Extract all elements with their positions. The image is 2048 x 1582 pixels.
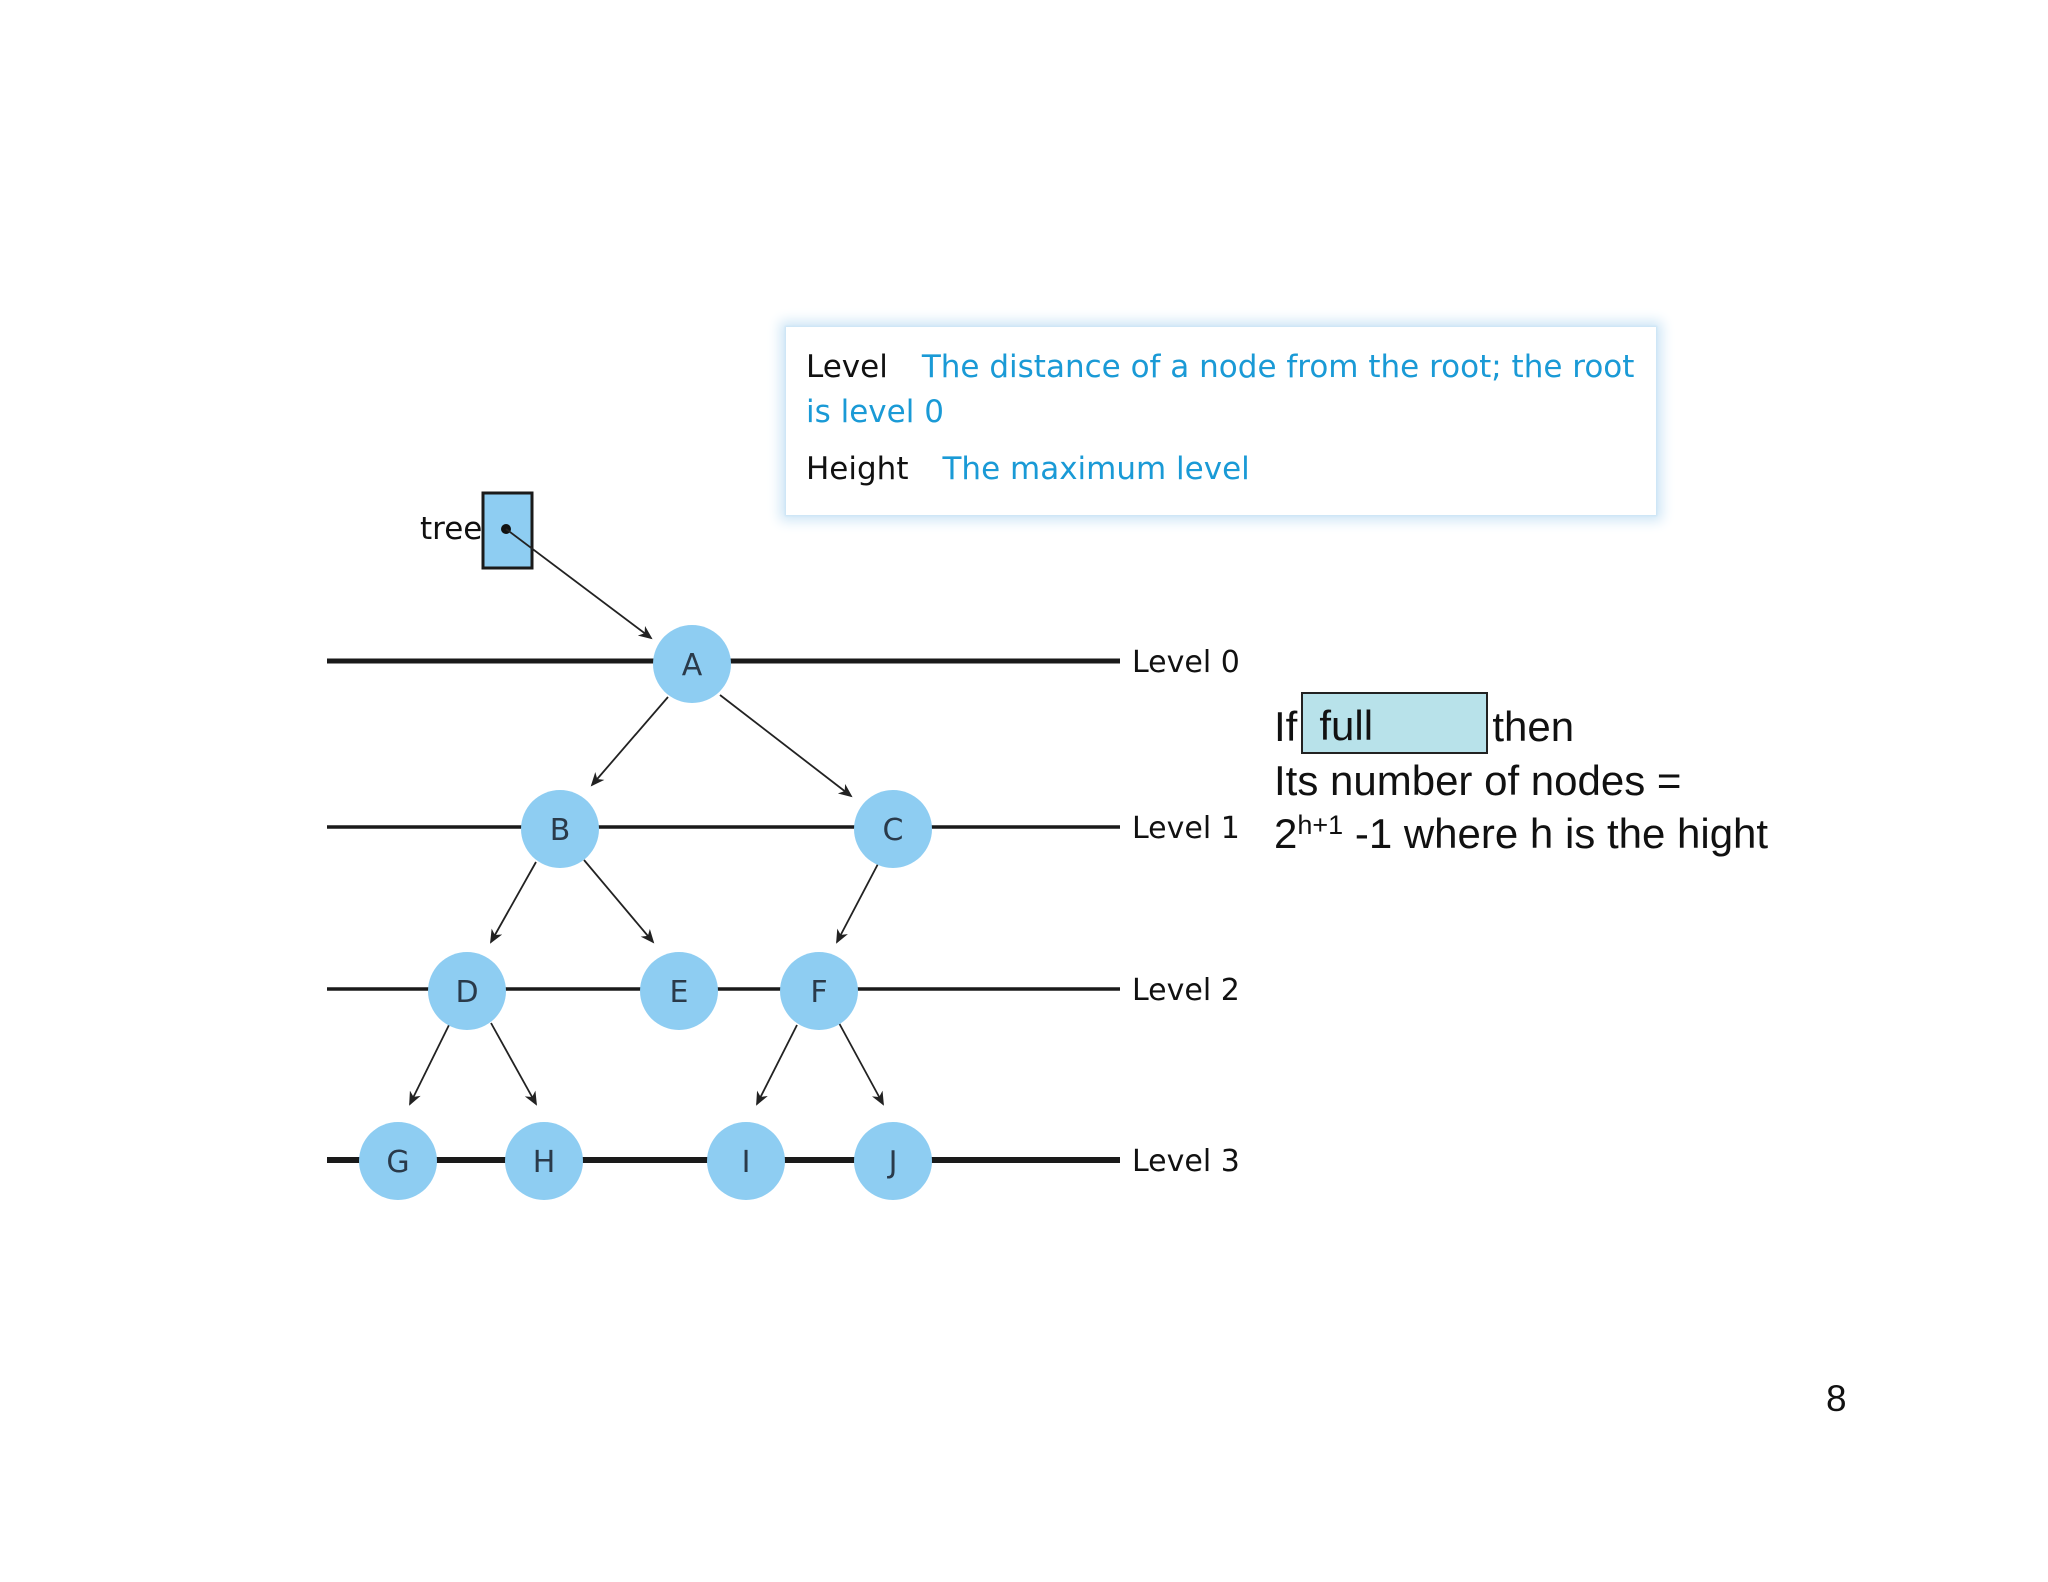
edge-d-g	[409, 1024, 450, 1106]
level-label-2: Level 2	[1132, 973, 1240, 1008]
edge-b-d	[490, 861, 537, 944]
svg-text:B: B	[550, 813, 571, 848]
node-a: A	[653, 625, 731, 703]
definition-term-level: Level	[806, 349, 888, 385]
formula-if: If	[1274, 703, 1298, 750]
svg-text:C: C	[883, 813, 904, 848]
level-label-3: Level 3	[1132, 1144, 1240, 1179]
definition-term-height: Height	[806, 451, 909, 487]
svg-text:J: J	[887, 1145, 898, 1180]
formula-then: then	[1492, 703, 1575, 750]
node-h: H	[505, 1122, 583, 1200]
node-c: C	[854, 790, 932, 868]
edge-f-i	[756, 1024, 798, 1106]
formula-line-2: Its number of nodes =	[1274, 756, 1682, 804]
edge-a-c	[719, 694, 853, 798]
level-label-0: Level 0	[1132, 645, 1240, 680]
svg-text:D: D	[455, 975, 478, 1010]
edge-c-f	[836, 861, 880, 944]
svg-text:I: I	[742, 1145, 751, 1180]
svg-text:A: A	[682, 648, 703, 683]
svg-text:F: F	[810, 975, 827, 1010]
definition-text-height: The maximum level	[942, 451, 1250, 487]
node-i: I	[707, 1122, 785, 1200]
definition-height: Height The maximum level	[806, 447, 1636, 492]
node-d: D	[428, 952, 506, 1030]
definition-text-level: The distance of a node from the root; th…	[806, 349, 1635, 430]
edge-d-h	[490, 1022, 537, 1106]
formula-rest: -1 where h is the hight	[1343, 809, 1769, 857]
page-number: 8	[1826, 1378, 1847, 1419]
formula-line-3: 2h+1 -1 where h is the hight	[1274, 807, 1768, 860]
svg-text:G: G	[386, 1145, 409, 1180]
node-e: E	[640, 952, 718, 1030]
node-b: B	[521, 790, 599, 868]
level-label-1: Level 1	[1132, 811, 1240, 846]
node-f: F	[780, 952, 858, 1030]
full-answer-box: full	[1301, 691, 1489, 754]
tree-pointer-label: tree	[420, 511, 482, 547]
node-g: G	[359, 1122, 437, 1200]
edge-b-e	[583, 859, 655, 944]
svg-text:E: E	[670, 975, 689, 1010]
formula-base: 2	[1274, 809, 1298, 857]
formula-exponent: h+1	[1297, 809, 1344, 840]
svg-text:H: H	[533, 1145, 556, 1180]
edge-f-j	[838, 1022, 884, 1106]
node-j: J	[854, 1122, 932, 1200]
edge-a-b	[590, 696, 669, 787]
pointer-arrow	[505, 528, 653, 640]
